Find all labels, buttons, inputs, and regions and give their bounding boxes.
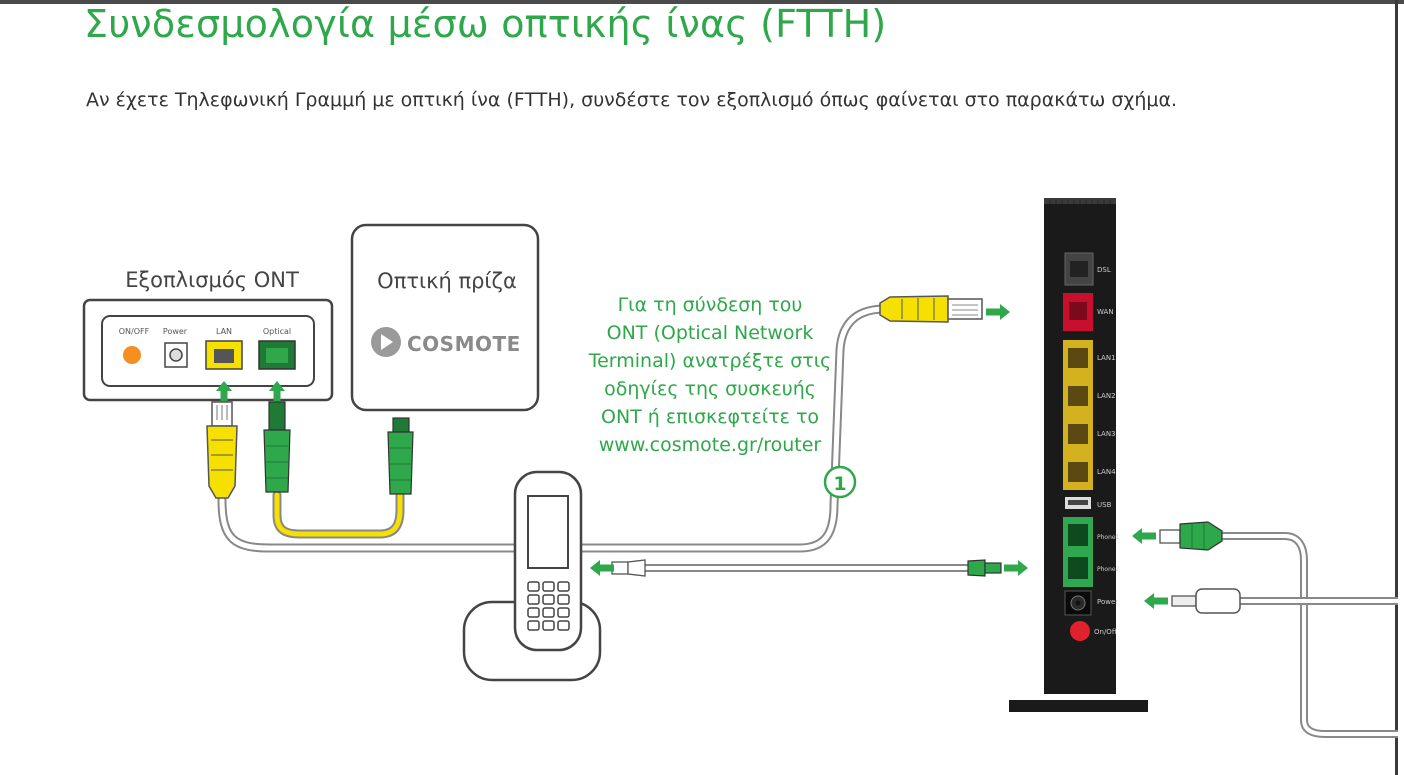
router-wan-plug [879,295,983,323]
router-lan3-port [1068,424,1088,444]
step-marker-label: 1 [833,473,846,495]
router-onoff-label: On/Off [1094,628,1117,636]
ont-heading: Εξοπλισμός ONT [125,268,299,292]
ont-note-line: ONT (Optical Network [606,322,814,344]
router-phone1-label: Phone1 [1097,534,1120,541]
ont-power-jack [169,348,183,362]
ont-onoff-led [123,346,141,364]
step-marker: 1 [823,465,857,499]
router-phone2-label: Phone2 [1097,566,1120,573]
router-phone1-port [1068,524,1088,546]
ont-port-lan-label: LAN [216,327,232,336]
router-lan4-port [1068,462,1088,482]
ont-note-line: Terminal) ανατρέξτε στις [588,350,832,372]
ont-port-onoff-label: ON/OFF [119,327,150,336]
ont-device: Εξοπλισμός ONT ON/OFF Power LAN Optical [82,268,334,402]
router-lan2-port [1068,386,1088,406]
router-wan-label: WAN [1097,308,1114,316]
router-power-label: Power [1097,598,1118,606]
telephone [462,470,602,682]
router-phone2-plug [967,559,1002,577]
router-power-plug [1171,588,1241,614]
router-phone2-port [1068,557,1088,579]
ont-optical-plug [263,401,291,493]
ont-note-line: ONT ή επισκεφτείτε το [600,406,820,428]
router-lan3-label: LAN3 [1097,430,1116,438]
router-onoff-button [1070,621,1090,641]
ont-note-line: οδηγίες της συσκευής [604,378,816,400]
socket-fiber-plug [387,417,414,495]
ont-note-line: Για τη σύνδεση του [617,294,803,316]
top-border [0,0,1404,4]
router-usb-label: USB [1097,501,1112,509]
ont-port-power-label: Power [163,327,188,336]
right-border [1395,0,1398,775]
router-power-port [1064,590,1092,616]
router-dsl-label: DSL [1097,266,1111,274]
ont-lan-plug [206,401,238,499]
optical-socket: Οπτική πρίζα COSMOTE [350,223,540,412]
socket-brand: COSMOTE [407,332,521,356]
router-lan1-label: LAN1 [1097,354,1116,362]
ont-port-optical-label: Optical [263,327,291,336]
router: DSL WAN LAN1 LAN2 LAN3 LAN4 USB Phone1 P… [1009,198,1148,712]
fiber-cable [272,485,405,539]
socket-heading: Οπτική πρίζα [377,269,517,293]
phone-base-plug [611,559,646,577]
router-lan4-label: LAN4 [1097,468,1116,476]
router-phone1-plug [1159,521,1223,551]
router-lan2-label: LAN2 [1097,392,1116,400]
page-title: Συνδεσμολογία μέσω οπτικής ίνας (FTTH) [84,2,887,46]
intro-text: Αν έχετε Τηλεφωνική Γραμμή με οπτική ίνα… [86,89,1178,111]
router-lan1-port [1068,348,1088,368]
ont-note-line[interactable]: www.cosmote.gr/router [598,434,822,456]
